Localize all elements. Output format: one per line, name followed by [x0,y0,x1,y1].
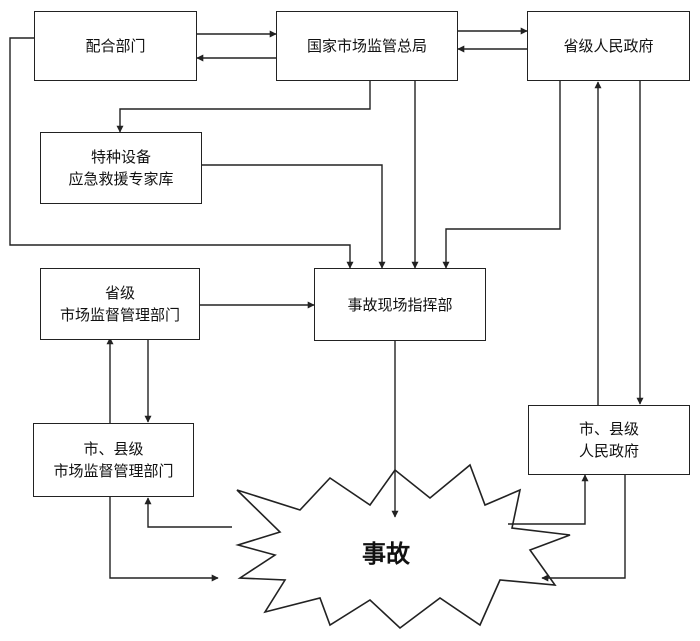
expert-pool-line2: 应急救援专家库 [68,170,174,188]
arrow-samr-to-expert [116,81,371,133]
samr-label: 国家市场监管总局 [306,37,427,55]
city-county-gov-line1: 市、县级 [578,420,639,438]
city-county-regulator-box: 市、县级 市场监督管理部门 [33,423,194,497]
accident-label: 事故 [362,540,410,568]
city-county-regulator-line2: 市场监督管理部门 [53,462,174,480]
arrow-accident-to-cityreg [144,497,232,528]
arrow-accident-to-citygov [508,474,589,525]
arrow-provgov-to-command [442,81,561,269]
partner-departments-box: 配合部门 [34,11,197,81]
onsite-command-label: 事故现场指挥部 [347,295,453,314]
provincial-regulator-box: 省级 市场监督管理部门 [40,268,200,340]
accident-burst-shape [235,463,571,630]
samr-box: 国家市场监管总局 [276,11,458,81]
city-county-regulator-line1: 市、县级 [83,440,144,458]
arrow-cityreg-to-accident [109,497,219,582]
arrow-citygov-to-accident [541,475,626,582]
city-county-gov-box: 市、县级 人民政府 [528,405,690,475]
provincial-gov-label: 省级人民政府 [563,37,654,55]
expert-pool-box: 特种设备 应急救援专家库 [40,132,202,204]
provincial-regulator-line2: 市场监督管理部门 [59,306,180,324]
arrow-expert-to-command [202,164,386,269]
partner-departments-label: 配合部门 [85,37,146,55]
city-county-gov-line2: 人民政府 [578,442,639,460]
provincial-regulator-line1: 省级 [104,284,135,302]
arrow-partner-to-command [9,37,354,269]
onsite-command-box: 事故现场指挥部 [314,268,486,341]
provincial-gov-box: 省级人民政府 [527,11,690,81]
expert-pool-line1: 特种设备 [90,148,151,166]
